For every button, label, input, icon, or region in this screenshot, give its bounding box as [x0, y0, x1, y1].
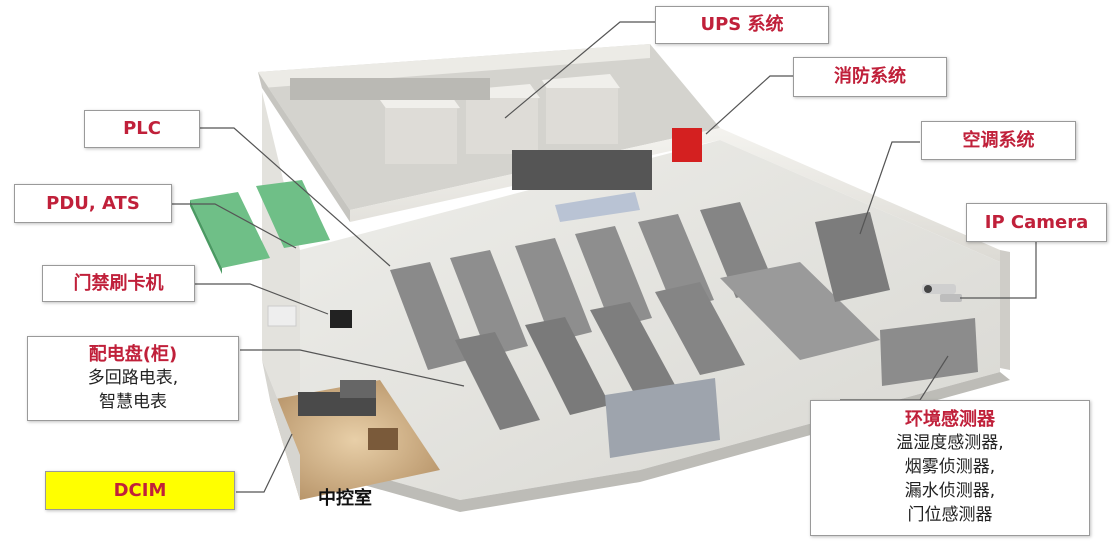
- ip-camera: [922, 284, 962, 302]
- plc-callout: PLC: [84, 110, 200, 148]
- environment-sensor-line: 漏水侦测器,: [904, 481, 996, 501]
- environment-sensor-line: 门位感测器: [907, 505, 993, 525]
- fire-system-label: 消防系统: [834, 66, 906, 87]
- ups-units: [290, 74, 652, 190]
- main-wall-right: [1000, 250, 1010, 370]
- hvac-system-label: 空调系统: [962, 129, 1035, 151]
- access-reader-callout: 门禁刷卡机: [42, 265, 195, 302]
- environment-sensor-callout: 环境感测器 温湿度感测器, 烟雾侦测器, 漏水侦测器, 门位感测器: [810, 400, 1090, 536]
- ip-camera-callout: IP Camera: [966, 203, 1107, 242]
- ups-system-callout: UPS 系统: [655, 6, 829, 44]
- control-room-label: 中控室: [318, 488, 372, 509]
- ups-room-wall: [258, 44, 650, 88]
- main-wall-left: [262, 92, 300, 455]
- environment-sensor-line: 烟雾侦测器,: [904, 457, 996, 477]
- dcim-callout: DCIM: [45, 471, 235, 510]
- fire-system-callout: 消防系统: [793, 57, 947, 97]
- environment-sensor-line: 温湿度感测器,: [896, 433, 1004, 453]
- access-card-reader: [330, 310, 352, 328]
- pdu-ats-callout: PDU, ATS: [14, 184, 172, 223]
- pdu-ats-units: [190, 180, 330, 274]
- plc-label: PLC: [123, 118, 161, 139]
- server-racks: [390, 192, 978, 458]
- hvac-system-callout: 空调系统: [921, 121, 1076, 160]
- access-reader-label: 门禁刷卡机: [73, 272, 164, 294]
- ups-system-label: UPS 系统: [700, 14, 784, 35]
- control-room-furniture: [298, 380, 398, 450]
- pdu-ats-label: PDU, ATS: [46, 192, 140, 214]
- fire-suppression-unit: [672, 128, 702, 162]
- distribution-panel-callout: 配电盘(柜) 多回路电表, 智慧电表: [27, 336, 239, 421]
- main-wall-back: [350, 128, 1000, 262]
- ip-camera-label: IP Camera: [984, 211, 1089, 233]
- dcim-label: DCIM: [113, 479, 167, 501]
- distribution-panel-title: 配电盘(柜): [88, 343, 178, 365]
- distribution-panel-line: 多回路电表,: [87, 367, 179, 388]
- environment-sensor-title: 环境感测器: [905, 409, 995, 430]
- distribution-panel-line: 智慧电表: [99, 391, 167, 412]
